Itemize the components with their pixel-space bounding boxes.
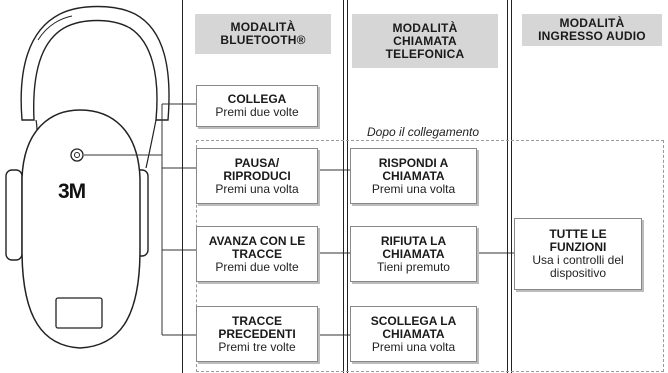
column-divider-3 <box>507 0 508 373</box>
column-divider-1 <box>182 0 183 373</box>
header-audio-input-mode: MODALITÀ INGRESSO AUDIO <box>522 14 662 46</box>
box-collega: COLLEGA Premi due volte <box>196 85 318 127</box>
box-rispondi-chiamata: RISPONDI A CHIAMATA Premi una volta <box>350 148 477 204</box>
column-divider-2 <box>343 0 344 373</box>
left-cup-side <box>5 169 23 261</box>
header-phone-mode: MODALITÀ CHIAMATA TELEFONICA <box>352 14 498 68</box>
column-divider-3b <box>511 0 512 373</box>
multi-function-button <box>70 148 84 162</box>
box-tracce-precedenti: TRACCE PRECEDENTI Premi tre volte <box>196 306 318 362</box>
after-connection-note: Dopo il collegamento <box>367 125 480 139</box>
logo-3m: 3M <box>58 180 86 203</box>
box-avanza-tracce: AVANZA CON LE TRACCE Premi due volte <box>196 226 318 282</box>
box-scollega-chiamata: SCOLLEGA LA CHIAMATA Premi una volta <box>350 306 477 362</box>
ear-cup <box>21 109 141 349</box>
box-tutte-le-funzioni: TUTTE LE FUNZIONI Usa i controlli del di… <box>514 218 642 290</box>
box-rifiuta-chiamata: RIFIUTA LA CHIAMATA Tieni premuto <box>350 226 477 282</box>
box-pausa-riproduci: PAUSA/ RIPRODUCI Premi una volta <box>196 148 318 204</box>
headband <box>20 5 170 121</box>
bottom-port <box>55 297 103 329</box>
column-divider-2b <box>347 0 348 373</box>
header-bluetooth-mode: MODALITÀ BLUETOOTH® <box>195 14 331 54</box>
